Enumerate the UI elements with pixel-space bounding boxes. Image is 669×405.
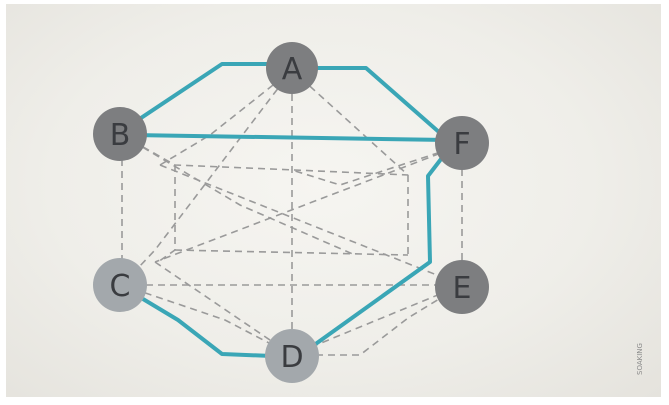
node-f: F: [435, 116, 489, 170]
route: [124, 62, 450, 358]
dashed-edge: [291, 284, 463, 356]
node-d: D: [265, 329, 319, 383]
node-f-circle: [435, 116, 489, 170]
node-a-label: A: [282, 52, 303, 87]
node-e-label: E: [453, 271, 472, 306]
node-e-circle: [435, 260, 489, 314]
dashed-edge: [121, 69, 293, 286]
dashed-edge: [292, 284, 463, 356]
dashed-edge: [154, 261, 293, 356]
node-c-label: C: [110, 269, 131, 304]
node-b-circle: [93, 107, 147, 161]
node-b-label: B: [110, 118, 131, 153]
route-edge-c-d: [126, 288, 274, 358]
route-edge-f-d: [308, 148, 450, 350]
node-d-label: D: [280, 340, 303, 375]
node-c-circle: [93, 258, 147, 312]
dashed-edge: [159, 164, 463, 286]
node-a-circle: [266, 42, 318, 94]
dashed-edge: [291, 144, 463, 186]
node-f-label: F: [453, 127, 470, 162]
node-e: E: [435, 260, 489, 314]
dashed-edge: [121, 134, 409, 176]
dashed-edge: [154, 144, 463, 263]
node-a: A: [266, 42, 318, 94]
dashed-edge: [174, 249, 409, 256]
dashed-edge: [291, 69, 409, 176]
side-caption: SOAKING: [636, 343, 644, 375]
node-c: C: [93, 258, 147, 312]
route-edge-b-a: [124, 62, 278, 130]
node-b: B: [93, 107, 147, 161]
dashed-structure: [121, 69, 463, 356]
node-d-circle: [265, 329, 319, 383]
route-edge-b-f: [130, 133, 450, 142]
dashed-edge: [157, 165, 176, 263]
dashed-edge: [121, 134, 356, 256]
